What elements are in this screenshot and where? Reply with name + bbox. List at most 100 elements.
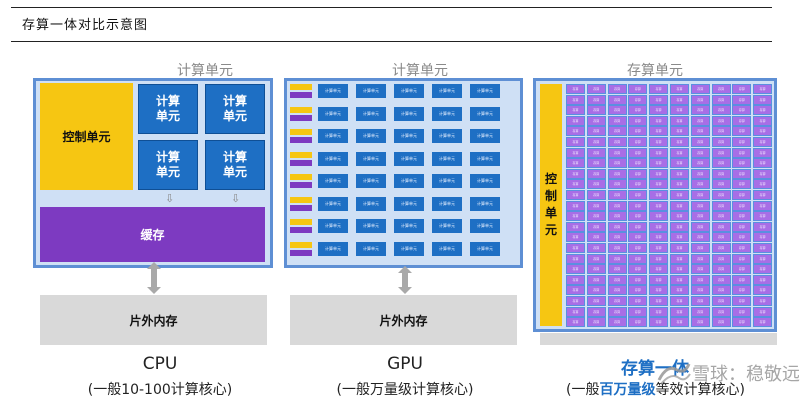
pim-compute-cell: 存算 xyxy=(753,253,773,264)
pim-compute-cell: 存算 xyxy=(711,274,731,285)
pim-compute-cell: 存算 xyxy=(670,274,689,285)
pim-compute-cell: 存算 xyxy=(732,253,752,264)
pim-compute-cell: 存算 xyxy=(711,115,731,126)
cpu-compute-unit: 计算 单元 xyxy=(205,140,265,190)
pim-compute-cell: 存算 xyxy=(670,253,689,264)
cpu-caption-desc: (一般10-100计算核心) xyxy=(87,382,233,398)
gpu-cache-bar xyxy=(290,137,312,143)
cpu-cache: 缓存 xyxy=(40,207,265,262)
gpu-compute-cell: 计算单元 xyxy=(394,241,424,256)
pim-compute-cell: 存算 xyxy=(586,211,606,222)
gpu-compute-cell: 计算单元 xyxy=(432,241,462,256)
cpu-small-arrow-icon: ⇩ xyxy=(231,192,241,205)
pim-compute-cell: 存算 xyxy=(649,158,669,169)
pim-compute-cell: 存算 xyxy=(649,243,669,253)
gpu-compute-cell: 计算单元 xyxy=(432,196,462,211)
pim-compute-cell: 存算 xyxy=(690,126,710,137)
pim-compute-cell: 存算 xyxy=(690,94,710,105)
pim-compute-cell: 存算 xyxy=(566,296,585,306)
gpu-offchip-memory: 片外内存 xyxy=(290,295,517,345)
pim-compute-cell: 存算 xyxy=(607,94,627,105)
gpu-compute-cell: 计算单元 xyxy=(470,129,500,143)
gpu-compute-cell: 计算单元 xyxy=(318,106,348,121)
pim-compute-cell: 存算 xyxy=(690,158,710,169)
pim-compute-cell: 存算 xyxy=(566,264,585,275)
pim-compute-cell: 存算 xyxy=(670,168,689,179)
pim-compute-cell: 存算 xyxy=(566,105,585,116)
gpu-compute-cell: 计算单元 xyxy=(470,241,500,256)
gpu-cache-bar xyxy=(290,249,312,256)
pim-compute-cell: 存算 xyxy=(690,179,710,190)
pim-compute-cell: 存算 xyxy=(711,211,731,222)
pim-compute-cell: 存算 xyxy=(753,211,773,222)
pim-compute-cell: 存算 xyxy=(690,200,710,211)
pim-compute-cell: 存算 xyxy=(732,158,752,169)
pim-compute-cell: 存算 xyxy=(690,211,710,222)
pim-compute-cell: 存算 xyxy=(732,306,752,317)
gpu-compute-cell: 计算单元 xyxy=(318,174,348,188)
pim-compute-cell: 存算 xyxy=(566,179,585,190)
pim-compute-cell: 存算 xyxy=(628,264,648,275)
pim-compute-cell: 存算 xyxy=(628,243,648,253)
pim-compute-cell: 存算 xyxy=(753,317,773,328)
pim-compute-cell: 存算 xyxy=(628,274,648,285)
pim-compute-cell: 存算 xyxy=(607,317,627,328)
gpu-compute-cell: 计算单元 xyxy=(394,151,424,166)
pim-compute-cell: 存算 xyxy=(753,285,773,296)
pim-compute-cell: 存算 xyxy=(732,274,752,285)
gpu-memory-arrow-shaft xyxy=(402,272,408,288)
snowball-logo-icon xyxy=(657,363,691,385)
pim-compute-cell: 存算 xyxy=(566,115,585,126)
pim-compute-cell: 存算 xyxy=(586,253,606,264)
pim-compute-cell: 存算 xyxy=(649,126,669,137)
pim-compute-cell: 存算 xyxy=(753,232,773,243)
pim-compute-cell: 存算 xyxy=(732,264,752,275)
pim-compute-cell: 存算 xyxy=(690,253,710,264)
pim-compute-cell: 存算 xyxy=(690,306,710,317)
pim-compute-cell: 存算 xyxy=(586,243,606,253)
pim-compute-cell: 存算 xyxy=(732,211,752,222)
pim-compute-cell: 存算 xyxy=(586,94,606,105)
gpu-compute-cell: 计算单元 xyxy=(318,241,348,256)
pim-desc-suffix: 等效计算核心) xyxy=(655,382,745,398)
pim-compute-cell: 存算 xyxy=(628,137,648,147)
pim-compute-cell: 存算 xyxy=(670,296,689,306)
pim-compute-cell: 存算 xyxy=(586,232,606,243)
pim-compute-cell: 存算 xyxy=(566,190,585,200)
pim-compute-cell: 存算 xyxy=(711,317,731,328)
pim-compute-cell: 存算 xyxy=(566,147,585,158)
pim-compute-cell: 存算 xyxy=(607,285,627,296)
pim-compute-cell: 存算 xyxy=(732,168,752,179)
pim-compute-cell: 存算 xyxy=(732,190,752,200)
gpu-compute-cell: 计算单元 xyxy=(470,174,500,188)
pim-compute-cell: 存算 xyxy=(690,190,710,200)
pim-compute-cell: 存算 xyxy=(586,137,606,147)
pim-compute-cell: 存算 xyxy=(566,211,585,222)
pim-compute-cell: 存算 xyxy=(628,147,648,158)
pim-compute-cell: 存算 xyxy=(566,168,585,179)
pim-compute-cell: 存算 xyxy=(753,137,773,147)
pim-compute-cell: 存算 xyxy=(690,285,710,296)
header-bottom-rule xyxy=(11,41,772,42)
gpu-compute-cell: 计算单元 xyxy=(356,106,386,121)
pim-compute-cell: 存算 xyxy=(586,84,606,94)
pim-compute-cell: 存算 xyxy=(586,221,606,232)
pim-compute-cell: 存算 xyxy=(628,94,648,105)
pim-compute-cell: 存算 xyxy=(711,168,731,179)
pim-compute-cell: 存算 xyxy=(566,274,585,285)
gpu-compute-cell: 计算单元 xyxy=(432,106,462,121)
pim-compute-cell: 存算 xyxy=(711,243,731,253)
pim-compute-cell: 存算 xyxy=(649,274,669,285)
pim-compute-cell: 存算 xyxy=(753,84,773,94)
pim-compute-cell: 存算 xyxy=(586,317,606,328)
gpu-compute-cell: 计算单元 xyxy=(318,129,348,143)
pim-compute-cell: 存算 xyxy=(586,264,606,275)
cpu-compute-unit: 计算 单元 xyxy=(205,84,265,134)
pim-compute-cell: 存算 xyxy=(670,306,689,317)
pim-compute-cell: 存算 xyxy=(607,168,627,179)
pim-compute-cell: 存算 xyxy=(690,221,710,232)
cpu-compute-unit: 计算 单元 xyxy=(138,84,198,134)
cpu-offchip-memory: 片外内存 xyxy=(40,295,267,345)
pim-compute-cell: 存算 xyxy=(670,211,689,222)
pim-compute-cell: 存算 xyxy=(586,179,606,190)
